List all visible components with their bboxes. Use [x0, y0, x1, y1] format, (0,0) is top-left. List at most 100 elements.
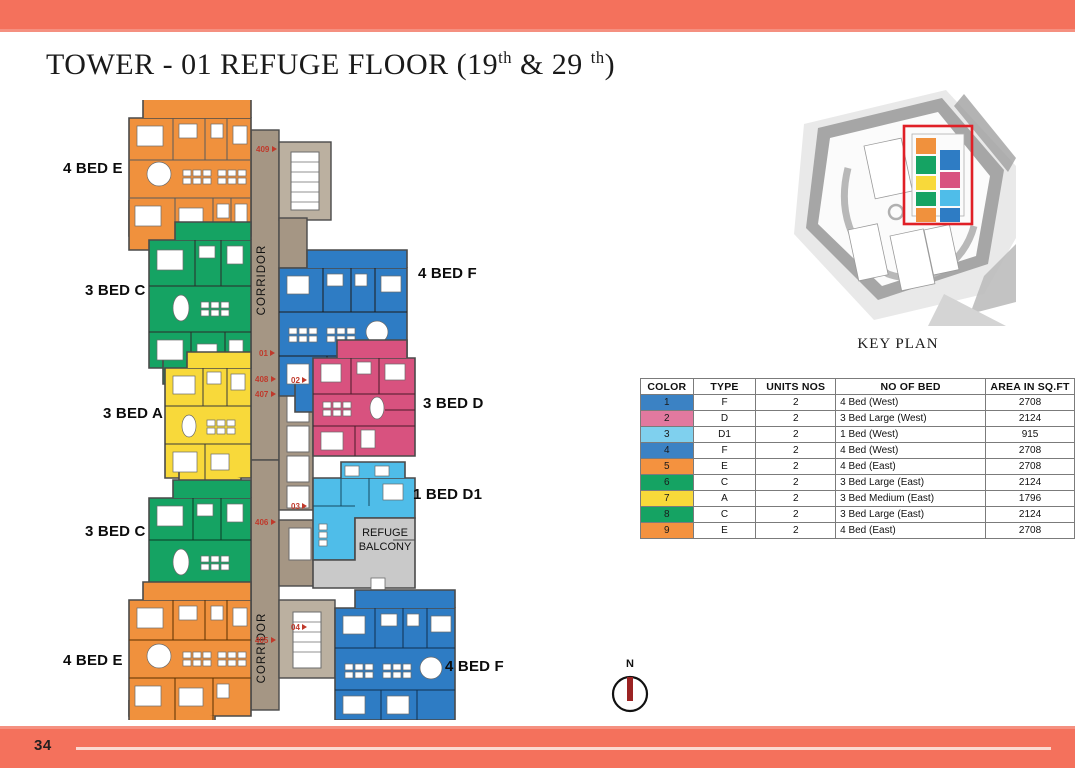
legend-units-cell: 2: [755, 506, 837, 523]
unit-number-callout: 01: [259, 349, 275, 358]
legend-units-cell: 2: [755, 522, 837, 539]
svg-text:02: 02: [291, 376, 300, 385]
unit-3-bed-a: [164, 351, 252, 495]
unit-4-bed-e-bottom: [128, 581, 252, 720]
legend-area-cell: 2708: [985, 442, 1075, 459]
legend-color-swatch: 7: [640, 490, 694, 507]
floor-plan-svg: CORRIDOR CORRIDOR REFUGE BALCONY 4090140…: [128, 100, 456, 720]
legend-header-row: COLOR TYPE UNITS NOS NO OF BED AREA IN S…: [640, 378, 1075, 395]
legend-units-cell: 2: [755, 490, 837, 507]
key-plan-unit-block: [916, 208, 936, 222]
page-number: 34: [34, 737, 52, 754]
legend-bed-cell: 4 Bed (East): [835, 458, 987, 475]
legend-units-cell: 2: [755, 474, 837, 491]
unit-type-label: 4 BED E: [63, 160, 123, 177]
legend-color-swatch: 8: [640, 506, 694, 523]
refuge-balcony-label-line1: REFUGE: [362, 527, 408, 539]
page-title-sup-29th: th: [590, 48, 605, 67]
legend-area-cell: 2708: [985, 522, 1075, 539]
unit-4-bed-f-bottom: [334, 589, 456, 720]
key-plan-highlight-box: [902, 124, 974, 226]
north-needle: [627, 677, 633, 701]
legend-area-cell: 2124: [985, 410, 1075, 427]
legend-bed-cell: 1 Bed (West): [835, 426, 987, 443]
legend-area-cell: 2708: [985, 458, 1075, 475]
legend-header-area: AREA IN SQ.FT: [985, 378, 1075, 395]
corridor-label-upper: CORRIDOR: [256, 245, 268, 316]
svg-text:405: 405: [255, 636, 269, 645]
unit-type-label: 1 BED D1: [413, 486, 483, 503]
north-arrow: N: [605, 658, 655, 720]
svg-text:01: 01: [259, 349, 268, 358]
unit-type-label: 3 BED C: [85, 523, 146, 540]
unit-number-callout: 407: [255, 390, 276, 399]
svg-text:406: 406: [255, 518, 269, 527]
legend-area-cell: 1796: [985, 490, 1075, 507]
legend-color-swatch: 4: [640, 442, 694, 459]
key-plan-unit-block: [916, 156, 936, 174]
svg-text:408: 408: [255, 375, 269, 384]
unit-number-callout: 02: [291, 376, 307, 385]
corridor-lower: [250, 459, 280, 711]
legend-area-cell: 2124: [985, 506, 1075, 523]
legend-bed-cell: 3 Bed Medium (East): [835, 490, 987, 507]
legend-units-cell: 2: [755, 394, 837, 411]
legend-type-cell: D1: [692, 426, 757, 443]
key-plan: [778, 88, 1018, 328]
bottom-rule-line: [76, 747, 1051, 750]
legend-type-cell: E: [692, 458, 757, 475]
north-arrow-symbol: [611, 675, 649, 713]
legend-color-swatch: 3: [640, 426, 694, 443]
legend-head: COLOR TYPE UNITS NOS NO OF BED AREA IN S…: [640, 378, 1075, 395]
unit-type-label: 3 BED A: [103, 405, 164, 422]
legend-header-bed: NO OF BED: [835, 378, 987, 395]
unit-type-label: 4 BED F: [445, 658, 504, 675]
unit-type-label: 4 BED E: [63, 652, 123, 669]
road-north: [954, 94, 1016, 172]
page-title: TOWER - 01 REFUGE FLOOR (19th & 29 th): [46, 48, 615, 82]
legend-color-swatch: 6: [640, 474, 694, 491]
legend-header-type: TYPE: [692, 378, 757, 395]
unit-number-callout: 409: [256, 145, 277, 154]
legend-units-cell: 2: [755, 458, 837, 475]
legend-color-swatch: 5: [640, 458, 694, 475]
road-south: [970, 244, 1016, 314]
legend-area-cell: 2124: [985, 474, 1075, 491]
legend-color-swatch: 2: [640, 410, 694, 427]
top-accent-underline: [0, 29, 1075, 32]
legend-units-cell: 2: [755, 426, 837, 443]
legend-bed-cell: 3 Bed Large (East): [835, 474, 987, 491]
unit-type-label: 3 BED C: [85, 282, 146, 299]
legend-units-cell: 2: [755, 410, 837, 427]
page-title-end: ): [604, 48, 616, 81]
svg-text:03: 03: [291, 502, 300, 511]
legend-type-cell: C: [692, 506, 757, 523]
legend-header-units: UNITS NOS: [755, 378, 837, 395]
bottom-accent-underline: [0, 726, 1075, 729]
key-plan-unit-block: [940, 172, 960, 188]
unit-legend-table: COLOR TYPE UNITS NOS NO OF BED AREA IN S…: [640, 378, 1075, 539]
key-plan-unit-block: [916, 138, 936, 154]
key-plan-caption: KEY PLAN: [857, 336, 939, 352]
legend-area-cell: 915: [985, 426, 1075, 443]
key-plan-unit-block: [940, 190, 960, 206]
top-accent-bar: [0, 0, 1075, 29]
key-plan-unit-block: [916, 192, 936, 206]
corridor-label-lower: CORRIDOR: [256, 613, 268, 684]
legend-bed-cell: 3 Bed Large (East): [835, 506, 987, 523]
legend-type-cell: F: [692, 394, 757, 411]
page-title-mid: & 29: [511, 48, 591, 81]
key-plan-unit-block: [940, 150, 960, 170]
legend-type-cell: E: [692, 522, 757, 539]
legend-header-color: COLOR: [640, 378, 694, 395]
legend-bed-cell: 4 Bed (East): [835, 522, 987, 539]
